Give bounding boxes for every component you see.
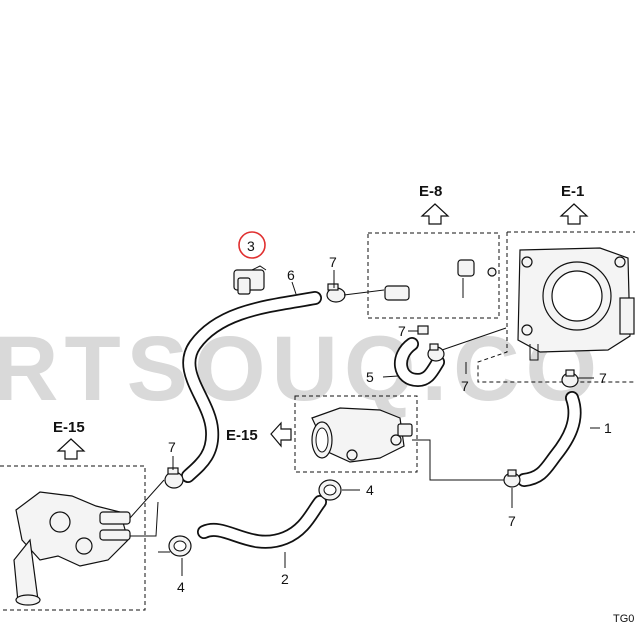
hose-clamp-7-upper-mid[interactable] <box>417 325 429 335</box>
highlight-ring <box>238 231 266 259</box>
up-arrow-icon <box>420 203 450 225</box>
callout-1[interactable]: 1 <box>604 420 612 436</box>
thermostat-housing[interactable] <box>13 491 131 606</box>
hose-clamp-7-top[interactable] <box>326 283 346 303</box>
callout-5[interactable]: 5 <box>366 369 374 385</box>
callout-7-mid[interactable]: 7 <box>461 378 469 394</box>
hose-6[interactable] <box>181 291 322 483</box>
ref-label-e8: E-8 <box>419 183 442 200</box>
callout-4-left[interactable]: 4 <box>177 579 185 595</box>
callout-3[interactable]: 3 <box>247 238 255 254</box>
ref-label-e15-left: E-15 <box>53 419 85 436</box>
hose-1[interactable] <box>517 391 582 487</box>
water-pipe-assembly[interactable] <box>383 259 497 302</box>
callout-7-right[interactable]: 7 <box>599 370 607 386</box>
callout-7-left[interactable]: 7 <box>168 439 176 455</box>
left-arrow-icon <box>270 421 292 448</box>
callout-7-bottom[interactable]: 7 <box>508 513 516 529</box>
drawing-code: TG0 <box>613 613 634 625</box>
ref-label-e1: E-1 <box>561 183 584 200</box>
ref-arrow-e15-left[interactable]: E-15 <box>53 419 86 460</box>
hose-2[interactable] <box>197 495 327 549</box>
hose-clamp-4-left[interactable] <box>168 535 192 557</box>
hose-clamp-7-bottom[interactable] <box>503 469 521 488</box>
hose-clamp-7-mid[interactable] <box>427 343 445 362</box>
leader-lines <box>129 270 600 576</box>
detail-box-e8 <box>367 232 500 319</box>
detail-box-e1 <box>477 231 635 383</box>
throttle-body[interactable] <box>517 247 635 361</box>
callout-7-top[interactable]: 7 <box>329 254 337 270</box>
callout-4-center[interactable]: 4 <box>366 482 374 498</box>
ref-arrow-e15-center[interactable]: E-15 <box>226 421 292 448</box>
hose-clamp-7-left[interactable] <box>164 467 184 489</box>
hose-clamp-7-right[interactable] <box>561 369 579 388</box>
callout-6[interactable]: 6 <box>287 267 295 283</box>
detail-box-e15-left <box>0 465 146 611</box>
detail-box-e15-center <box>294 395 418 473</box>
callout-2[interactable]: 2 <box>281 571 289 587</box>
ref-label-e15-center: E-15 <box>226 427 258 444</box>
up-arrow-icon <box>56 438 86 460</box>
ref-arrow-e1[interactable]: E-1 <box>559 183 589 225</box>
ref-arrow-e8[interactable]: E-8 <box>419 183 450 225</box>
callout-7-upper-mid[interactable]: 7 <box>398 323 406 339</box>
hose-5[interactable] <box>393 337 445 387</box>
watermark-text: RTSOUQ.CO <box>0 318 603 420</box>
hose-clamp-item-3[interactable] <box>233 265 267 295</box>
up-arrow-icon <box>559 203 589 225</box>
water-outlet-center[interactable] <box>311 407 413 463</box>
hose-clamp-4-center[interactable] <box>318 479 342 501</box>
